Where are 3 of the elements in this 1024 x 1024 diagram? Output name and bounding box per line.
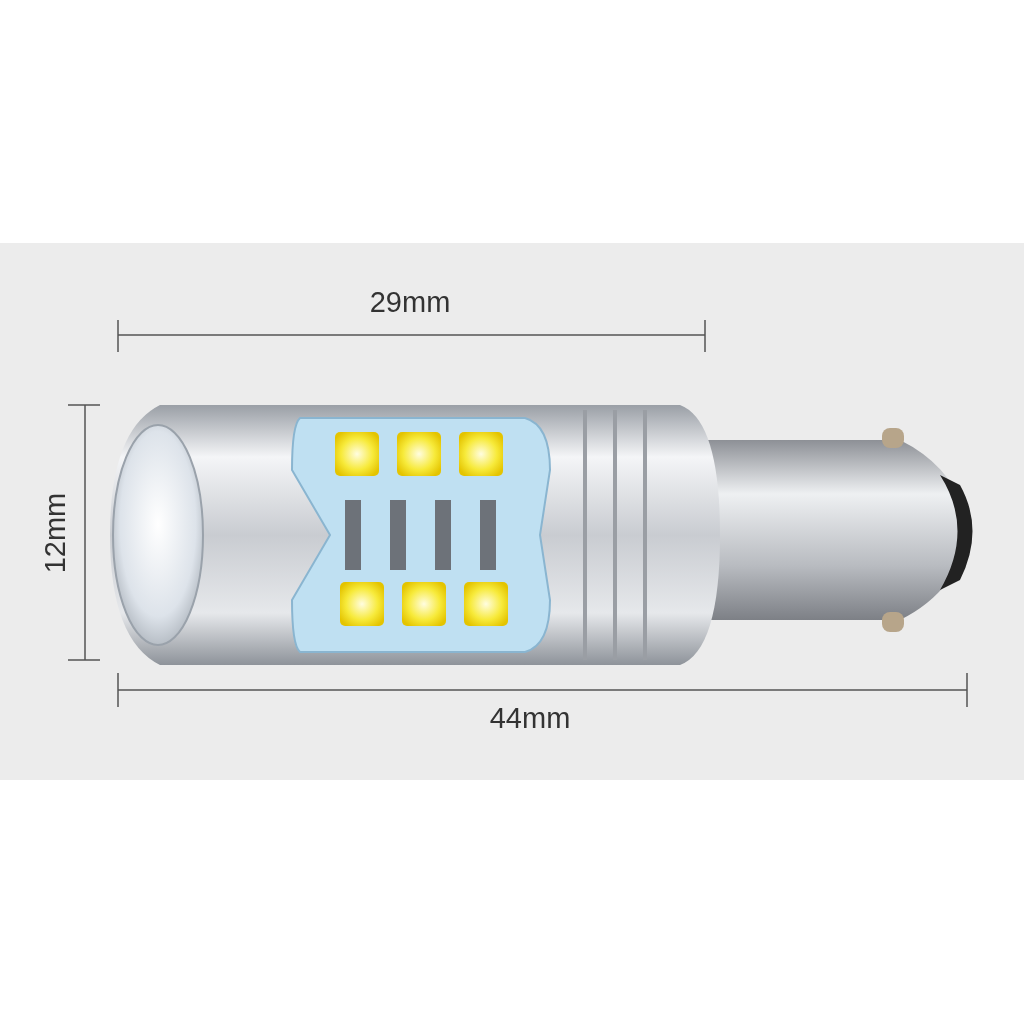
dimension-label: 29mm (369, 288, 451, 317)
dimension-label: 44mm (489, 704, 571, 733)
dimension-label: 12mm (40, 492, 70, 574)
